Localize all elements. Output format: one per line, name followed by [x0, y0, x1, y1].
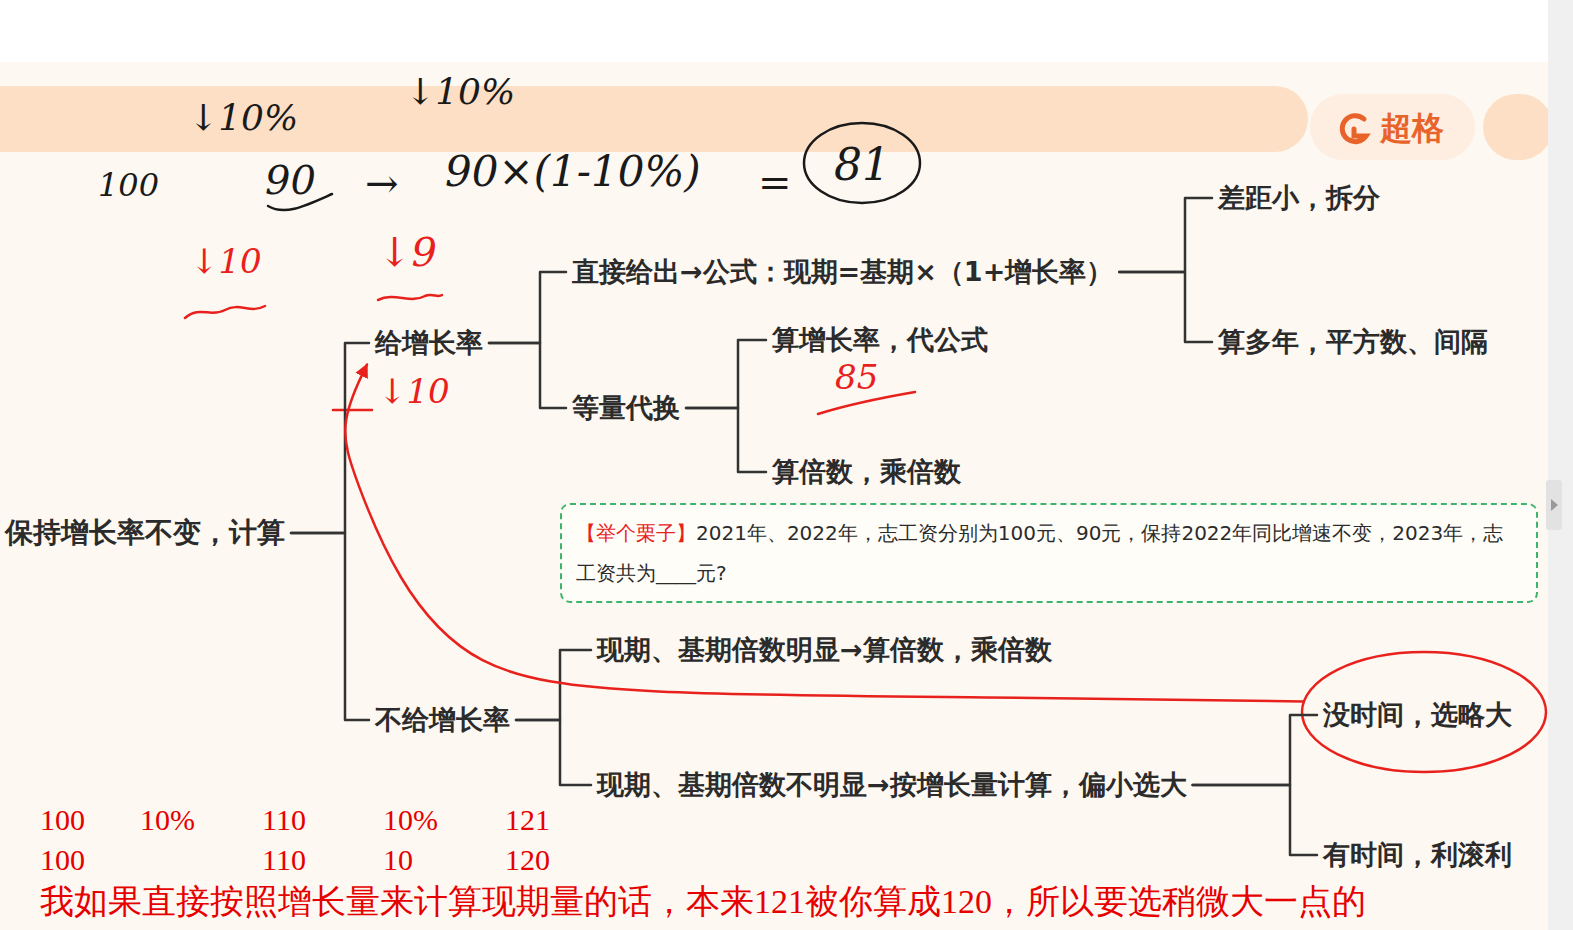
bracket-connector: [1119, 198, 1212, 272]
example-number: 110: [262, 843, 306, 878]
scroll-tab: [1546, 480, 1562, 530]
hand-note: ↓9: [378, 229, 437, 275]
topic-node: 等量代换: [572, 390, 680, 425]
bracket-connector: [1193, 785, 1317, 855]
hand-note: ↓10%: [405, 71, 515, 112]
topic-text: 不给增长率: [375, 702, 510, 737]
bracket-connector: [686, 408, 766, 472]
header-pill: [1483, 94, 1553, 160]
hand-note: ↓10: [378, 372, 450, 411]
topic-node: 现期、基期倍数不明显→按增长量计算，偏小选大: [597, 767, 1187, 802]
topic-node: 保持增长率不变，计算: [5, 515, 285, 551]
example-heading: 【举个栗子】: [576, 521, 696, 545]
topic-node: 算倍数，乘倍数: [772, 454, 961, 489]
logo-pill: [1310, 94, 1475, 160]
example-number: 10%: [140, 803, 195, 838]
topic-node: 有时间，利滚利: [1323, 837, 1512, 872]
topic-node: 给增长率: [375, 325, 483, 360]
hand-note: 85: [835, 358, 878, 397]
topic-text: 现期、基期倍数不明显→按增长量计算，偏小选大: [597, 767, 1187, 802]
topic-node: 不给增长率: [375, 702, 510, 737]
bracket-connector: [489, 343, 566, 408]
explanation-note: 我如果直接按照增长量来计算现期量的话，本来121被你算成120，所以要选稍微大一…: [40, 882, 1366, 921]
hand-note: ↓10: [190, 242, 262, 281]
topic-text: 等量代换: [572, 390, 680, 425]
bracket-connector: [686, 340, 766, 408]
logo-icon: [1342, 116, 1366, 142]
bracket-connector: [291, 533, 369, 720]
example-text: 2021年、2022年，志工资分别为100元、90元，保持2022年同比增速不变…: [576, 521, 1503, 585]
hand-stroke: [333, 409, 372, 412]
bracket-connector: [1119, 272, 1212, 342]
hand-note: 100: [98, 167, 159, 204]
example-number: 121: [505, 803, 550, 838]
example-number: 100: [40, 843, 85, 878]
example-box: 【举个栗子】2021年、2022年，志工资分别为100元、90元，保持2022年…: [560, 503, 1538, 603]
topic-text: 算倍数，乘倍数: [772, 454, 961, 489]
topic-node: 差距小，拆分: [1218, 180, 1380, 215]
topic-node: 现期、基期倍数明显→算倍数，乘倍数: [597, 632, 1052, 667]
example-number: 110: [262, 803, 306, 838]
hand-circle: [1302, 652, 1546, 772]
example-number: 10%: [383, 803, 438, 838]
bracket-connector: [516, 720, 591, 785]
bracket-connector: [1193, 715, 1317, 785]
example-number: 100: [40, 803, 85, 838]
topic-text: 算增长率，代公式: [772, 322, 988, 357]
hand-note: ↓10%: [188, 97, 298, 138]
topic-text: 没时间，选略大: [1323, 697, 1512, 732]
topic-node: 没时间，选略大: [1323, 697, 1512, 732]
top-ground: [0, 0, 1573, 62]
hand-circle: [804, 123, 920, 203]
hand-note: →: [365, 160, 399, 206]
bracket-connector: [489, 272, 566, 343]
example-number: 120: [505, 843, 550, 878]
logo-text: 超格: [1380, 110, 1444, 147]
topic-text: 给增长率: [375, 325, 483, 360]
scrollbar: [1548, 0, 1573, 930]
hand-result: 81: [834, 140, 890, 191]
bracket-connector: [291, 343, 369, 533]
hand-squiggle: [378, 295, 442, 300]
scroll-arrow: [1551, 499, 1558, 511]
topic-text: 算多年，平方数、间隔: [1218, 324, 1488, 359]
topic-text: 差距小，拆分: [1218, 180, 1380, 215]
topic-node: 算多年，平方数、间隔: [1218, 324, 1488, 359]
topic-text: 保持增长率不变，计算: [5, 515, 285, 551]
hand-formula: 90×(1-10%): [445, 148, 701, 196]
topic-node: 直接给出→公式：现期=基期×（1+增长率）: [572, 254, 1113, 289]
hand-note: 90: [265, 157, 316, 203]
topic-text: 现期、基期倍数明显→算倍数，乘倍数: [597, 632, 1052, 667]
example-number: 10: [383, 843, 413, 878]
topic-text: 有时间，利滚利: [1323, 837, 1512, 872]
hand-note: =: [758, 159, 792, 205]
topic-text: 直接给出→公式：现期=基期×（1+增长率）: [572, 254, 1113, 289]
topic-node: 算增长率，代公式: [772, 322, 988, 357]
hand-squiggle: [185, 306, 265, 318]
header-band: [0, 86, 1308, 152]
